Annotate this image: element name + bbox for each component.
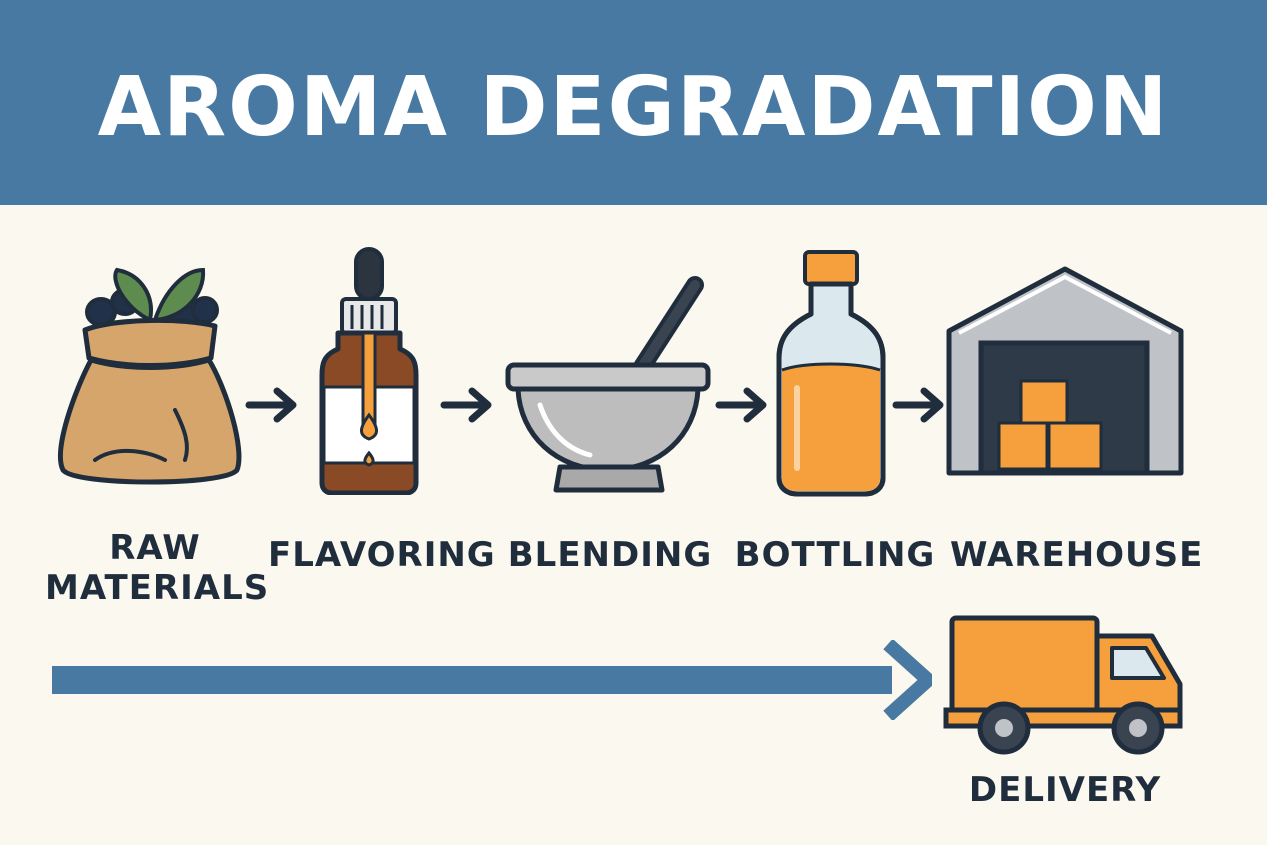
sack-icon [57,267,242,485]
stage-label-raw-materials: RAW MATERIALS [45,528,270,608]
stage-label-blending: BLENDING [507,535,713,575]
flow-arrow [52,640,932,720]
stage-label-warehouse: WAREHOUSE [950,535,1204,575]
mortar-bowl-icon [505,276,711,493]
stage-label-line: RAW [109,528,201,568]
bottle-icon [776,250,886,497]
dropper-bottle-icon [319,247,419,495]
arrow-right-icon [245,387,297,423]
title-banner [0,0,1267,205]
arrow-right-icon [715,387,767,423]
stage-label-flavoring: FLAVORING [268,535,496,575]
arrow-right-icon [440,387,492,423]
warehouse-icon [946,266,1184,476]
arrow-right-icon [892,387,944,423]
stage-label-bottling: BOTTLING [734,535,936,575]
page-title: AROMA DEGRADATION [97,60,1170,155]
stage-label-delivery: DELIVERY [968,770,1162,810]
stage-label-line: MATERIALS [45,568,270,608]
truck-icon [943,615,1183,755]
